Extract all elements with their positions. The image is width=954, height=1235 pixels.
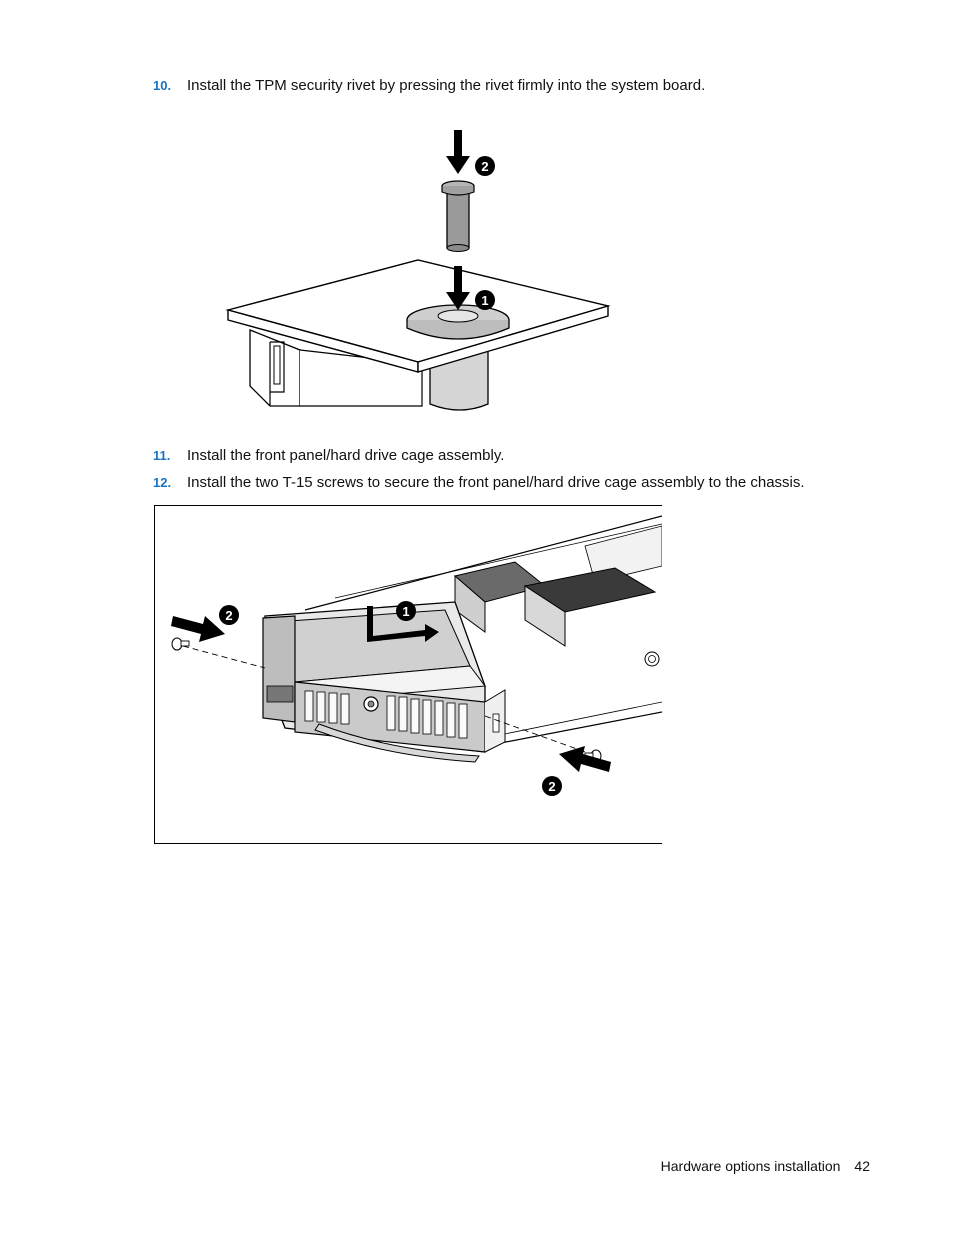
svg-text:2: 2 [548,779,555,794]
tpm-rivet-diagram: 2 1 [225,130,611,411]
svg-text:1: 1 [402,604,409,619]
step-number: 10. [153,78,172,93]
svg-text:2: 2 [481,159,488,174]
tpm-rivet-illustration: 2 1 [222,124,614,416]
page-number: 42 [854,1158,870,1174]
callout-1: 1 [396,601,416,621]
heatsink-left [453,561,547,633]
heatsink-right [523,567,657,647]
callout-2-left: 2 [219,605,239,625]
drive-cage-diagram: 2 1 2 [171,515,663,796]
step-number: 12. [153,475,172,490]
step-text: Install the front panel/hard drive cage … [187,447,505,464]
drive-cage-illustration: 2 1 2 [154,505,663,844]
screw-left [171,637,190,651]
page-footer: Hardware options installation 42 [661,1158,870,1174]
svg-text:2: 2 [225,608,232,623]
footer-section-title: Hardware options installation [660,1158,841,1174]
callout-2-right: 2 [542,776,562,796]
svg-text:1: 1 [481,293,488,308]
step-10: 10. Install the TPM security rivet by pre… [153,77,705,95]
callout-1: 1 [475,290,495,310]
step-text: Install the two T-15 screws to secure th… [187,474,805,491]
callout-2: 2 [475,156,495,176]
step-number: 11. [153,448,171,463]
step-12: 12. Install the two T-15 screws to secure… [153,474,805,492]
step-text: Install the TPM security rivet by pressi… [187,77,706,94]
step-11: 11. Install the front panel/hard drive ca… [153,447,504,465]
